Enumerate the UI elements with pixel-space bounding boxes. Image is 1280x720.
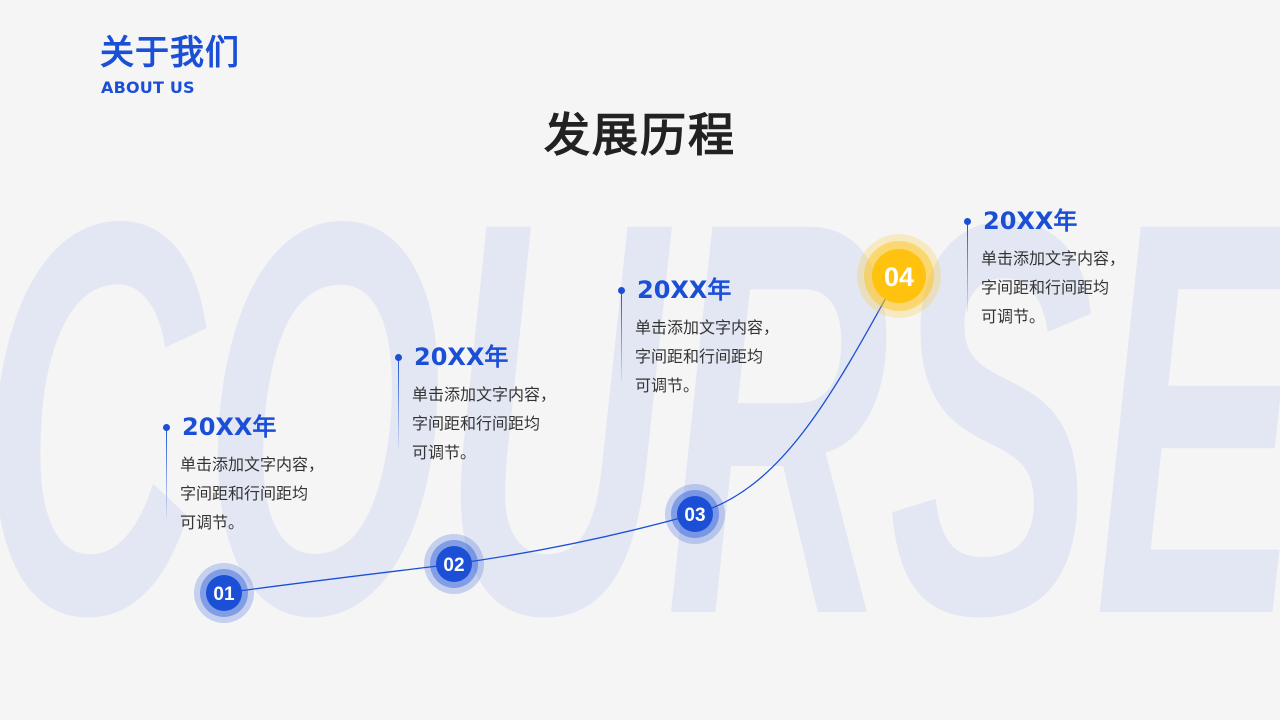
milestone-stem [621, 289, 622, 381]
milestone-desc[interactable]: 单击添加文字内容， 字间距和行间距均 可调节。 [981, 249, 1126, 326]
node-label: 03 [684, 505, 705, 526]
milestone-stem [967, 220, 968, 312]
milestone-year: 20XX年 [637, 276, 732, 304]
milestone-year: 20XX年 [182, 413, 277, 441]
milestone-stem [166, 426, 167, 518]
timeline-node-03[interactable]: 03 [665, 484, 725, 544]
node-label: 01 [213, 584, 235, 605]
milestone-desc[interactable]: 单击添加文字内容， 字间距和行间距均 可调节。 [635, 318, 780, 395]
milestone-year: 20XX年 [414, 343, 509, 371]
header-subtitle: ABOUT US [101, 78, 195, 97]
milestone-year: 20XX年 [983, 207, 1078, 235]
milestone-stem [398, 356, 399, 448]
timeline-curve [223, 275, 899, 594]
milestone-dot [618, 287, 625, 294]
timeline-node-02[interactable]: 02 [424, 534, 484, 594]
milestone-desc[interactable]: 单击添加文字内容， 字间距和行间距均 可调节。 [412, 385, 557, 462]
timeline-node-01[interactable]: 01 [194, 563, 254, 623]
milestone-dot [964, 218, 971, 225]
header-title: 关于我们 [100, 33, 240, 73]
node-label: 04 [884, 262, 914, 292]
milestone-dot [163, 424, 170, 431]
timeline-node-04[interactable]: 04 [857, 234, 941, 318]
milestone-dot [395, 354, 402, 361]
node-label: 02 [443, 555, 464, 576]
page-title: 发展历程 [544, 108, 736, 162]
milestone-desc[interactable]: 单击添加文字内容， 字间距和行间距均 可调节。 [180, 455, 325, 532]
